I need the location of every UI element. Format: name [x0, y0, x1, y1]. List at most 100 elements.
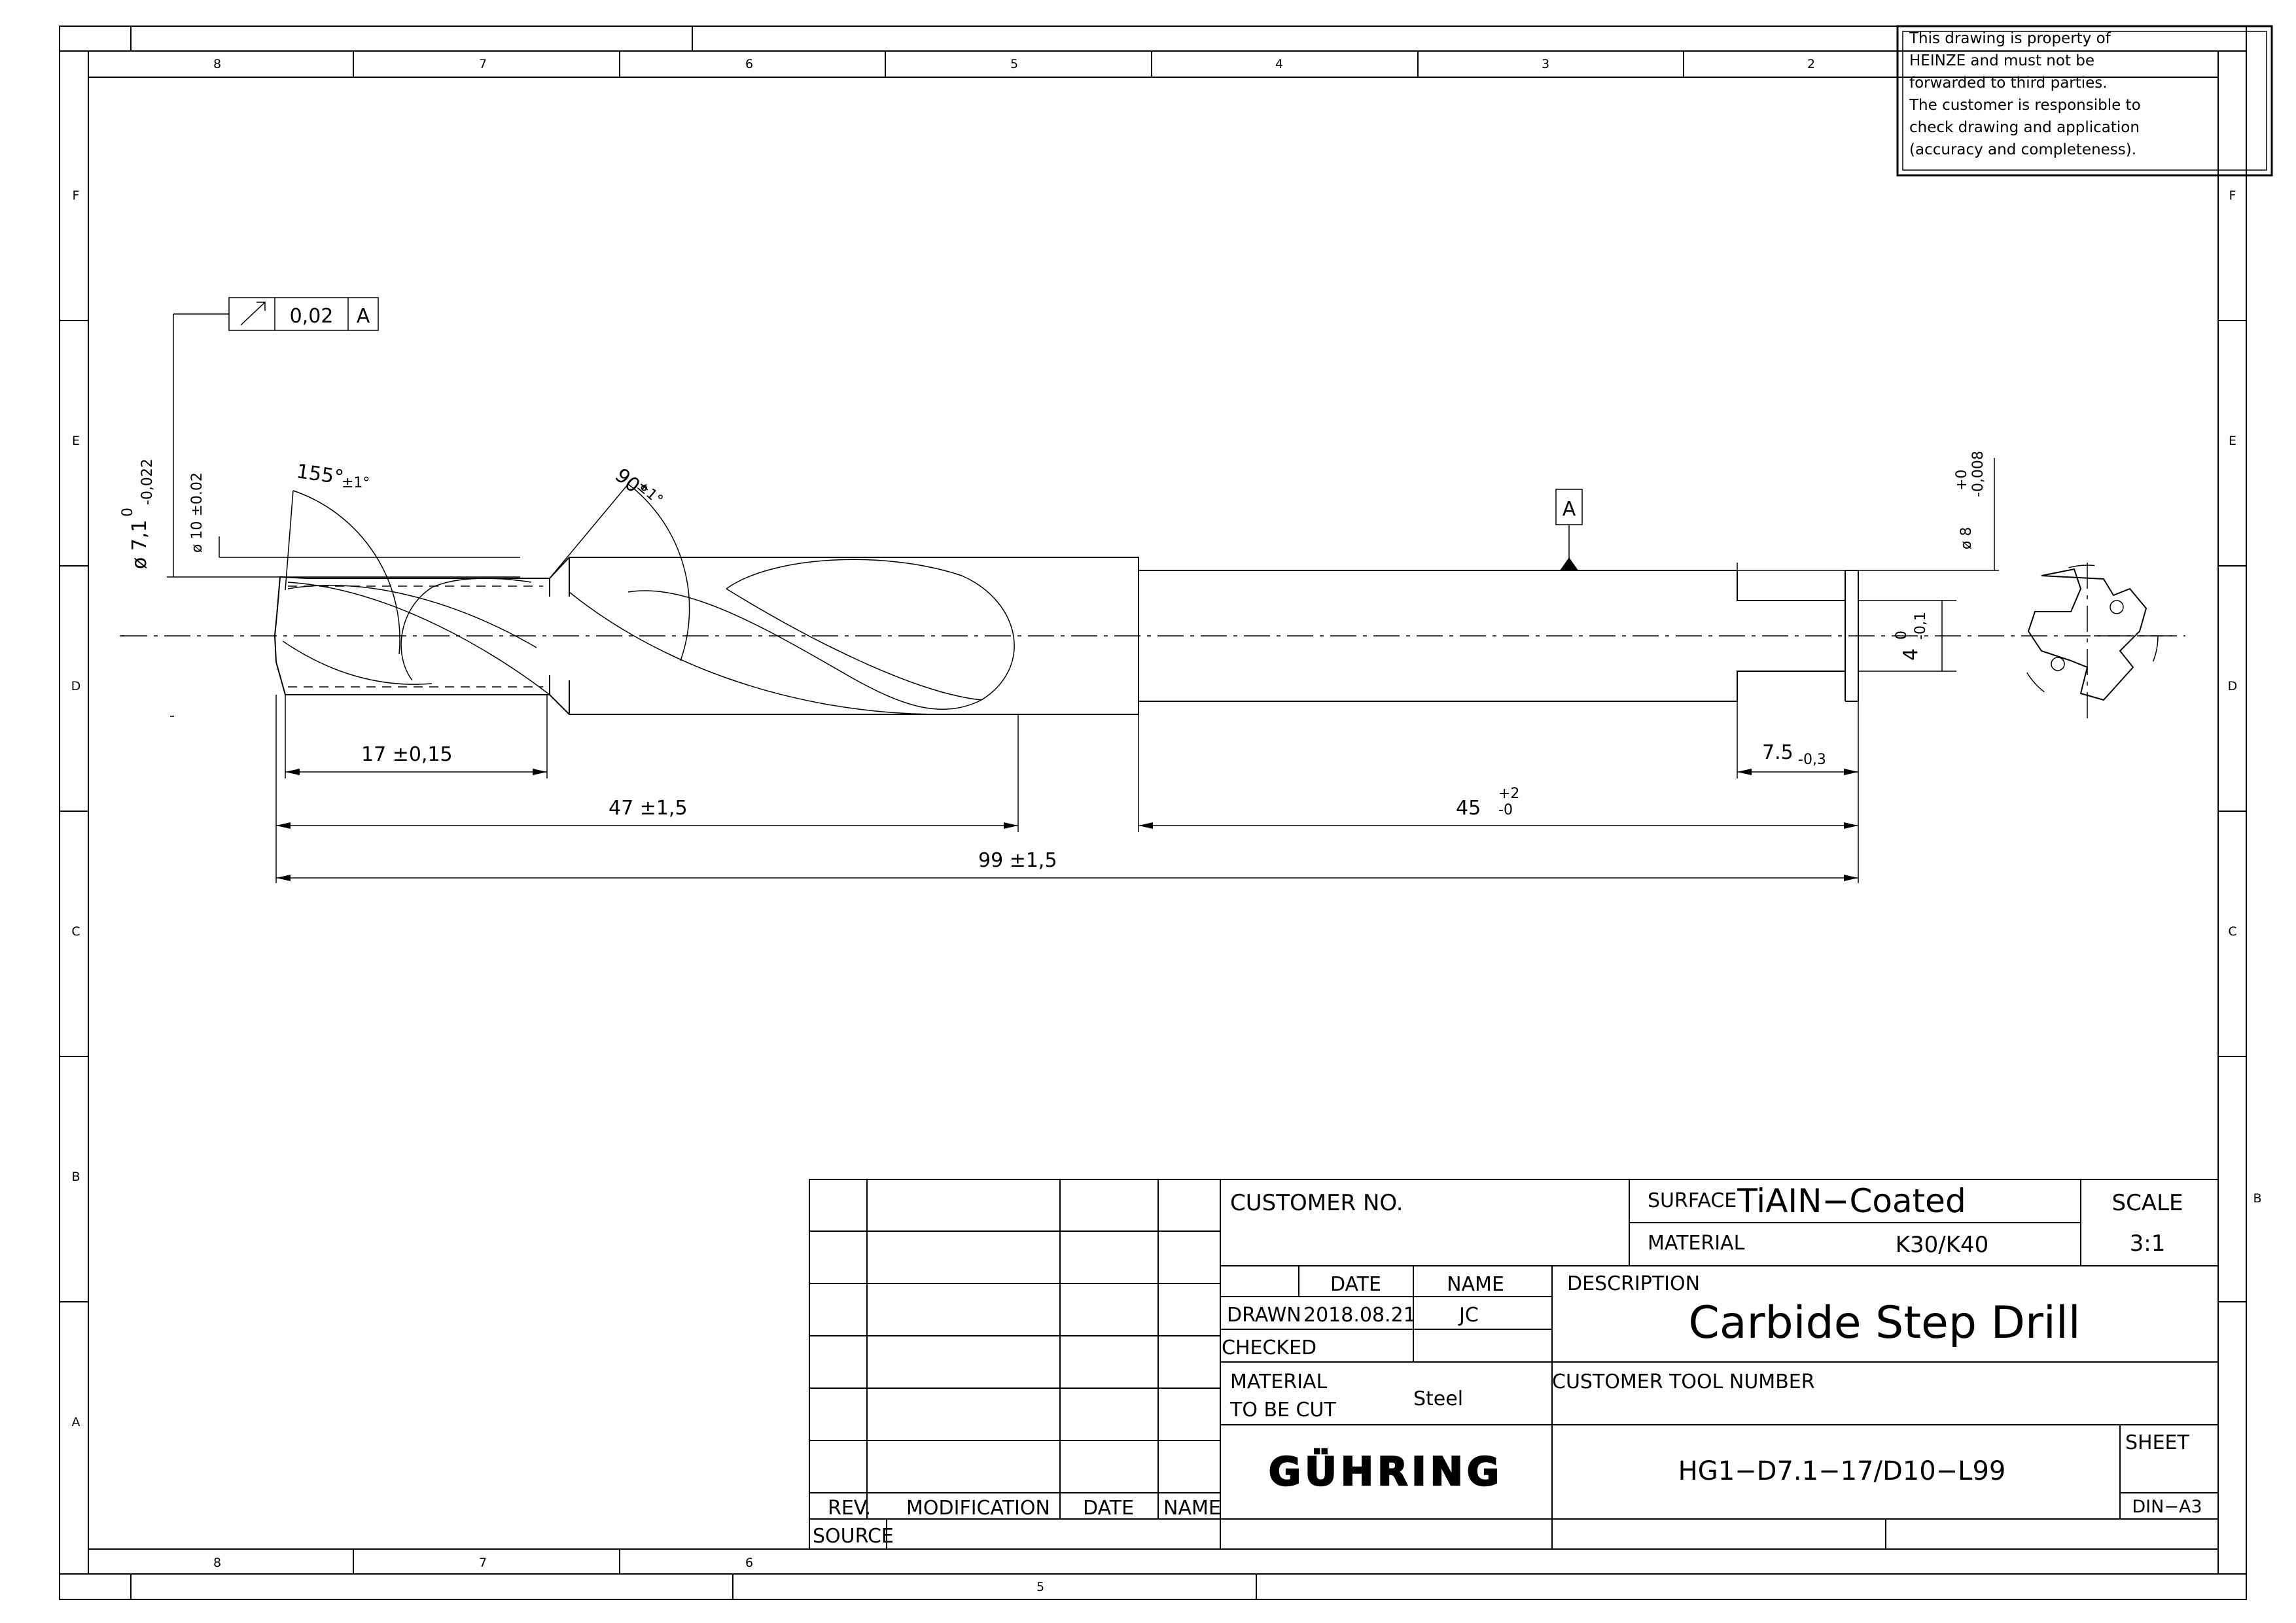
material-value: K30/K40: [1896, 1232, 1989, 1258]
datum-a-triangle: [1560, 557, 1578, 570]
drawn-label: DRAWN: [1227, 1304, 1301, 1327]
dim-angle-point: 155°: [295, 460, 345, 489]
dim-dia-body: ø 10 ±0.02: [189, 472, 205, 553]
dim-flat-length-tol: -0,3: [1798, 752, 1826, 768]
zone-col-5: 5: [1010, 57, 1018, 71]
dim-flat: 4: [1899, 648, 1922, 661]
property-notice: This drawing is property of HEINZE and m…: [1896, 25, 2273, 177]
notice-line: This drawing is property of: [1909, 30, 2111, 47]
name-label: NAME: [1447, 1273, 1504, 1296]
description-value: Carbide Step Drill: [1688, 1297, 2080, 1349]
runout-datum: A: [357, 305, 370, 328]
flute-edge: [627, 590, 851, 678]
dim-dia-tip-tol-upper: 0: [120, 508, 136, 517]
zone-row-e-right: E: [2229, 434, 2236, 448]
drawn-name: JC: [1458, 1304, 1479, 1327]
drill-side-view: [121, 557, 2185, 715]
zone-col-4: 4: [1275, 57, 1283, 71]
flute-edge: [726, 559, 1015, 710]
dim-flat-tol-lower: -0,1: [1913, 612, 1929, 640]
flute-edge: [400, 578, 532, 681]
scale-value: 3:1: [2130, 1230, 2166, 1257]
zone-row-d-right: D: [2228, 679, 2238, 693]
zone-col-7: 7: [479, 57, 487, 71]
date-label: DATE: [1330, 1273, 1381, 1296]
runout-tolerance: 0,02: [290, 305, 334, 328]
zone-row-b: B: [71, 1170, 80, 1184]
dim-dia-tip-tol-lower: -0,022: [139, 459, 156, 505]
dim-shank-length-tol-lower: -0: [1498, 802, 1513, 818]
notice-line: (accuracy and completeness).: [1909, 141, 2136, 158]
customer-no-label: CUSTOMER NO.: [1230, 1190, 1404, 1216]
zone-bottom-8: 8: [213, 1556, 221, 1570]
drill-shank-outline: [1139, 570, 1846, 702]
dim-shank-length-tol-upper: +2: [1498, 786, 1519, 802]
notice-line: check drawing and application: [1909, 119, 2140, 136]
notice-line: HEINZE and must not be: [1909, 52, 2094, 69]
sheet-format: DIN−A3: [2132, 1497, 2202, 1517]
flute-edge: [282, 640, 433, 685]
description-label: DESCRIPTION: [1567, 1272, 1700, 1295]
flute-edge: [569, 591, 936, 715]
rev-date-label: DATE: [1083, 1497, 1134, 1520]
drill-end-view: [2016, 563, 2172, 720]
material-label: MATERIAL: [1648, 1232, 1745, 1255]
dim-dia-shank: ø 8: [1958, 527, 1975, 550]
zone-row-c: C: [71, 924, 80, 939]
material-to-be-cut-label-2: TO BE CUT: [1229, 1399, 1336, 1422]
source-label: SOURCE: [813, 1525, 894, 1548]
rev-name-label: NAME: [1163, 1497, 1221, 1520]
zone-bottom-5: 5: [1036, 1580, 1044, 1594]
zone-row-f: F: [73, 188, 80, 203]
dim-flat-length: 7.5: [1762, 741, 1793, 764]
zone-row-c-right: C: [2228, 924, 2236, 939]
zone-labels: 8 7 6 5 4 3 2 8 7 6 5 F E D C B A F E D …: [71, 57, 2262, 1594]
zone-row-d: D: [71, 679, 81, 693]
flute-edge: [726, 588, 982, 701]
end-view-section: [2027, 568, 2147, 701]
sheet-label: SHEET: [2125, 1431, 2190, 1454]
guhring-logo: GÜHRING: [1269, 1448, 1503, 1495]
datum-a-label: A: [1563, 498, 1576, 521]
zone-row-a: A: [72, 1415, 80, 1429]
flute-edge: [287, 582, 550, 695]
dim-dia-tip: ø 7,1: [128, 519, 151, 569]
flute-edge: [287, 585, 537, 648]
surface-value: TiAIN−Coated: [1737, 1182, 1966, 1220]
scale-label: SCALE: [2111, 1190, 2183, 1216]
notice-line: The customer is responsible to: [1909, 97, 2141, 114]
modification-label: MODIFICATION: [906, 1497, 1050, 1520]
material-to-be-cut-label: MATERIAL: [1230, 1370, 1328, 1393]
material-to-be-cut-value: Steel: [1413, 1387, 1463, 1410]
zone-row-e: E: [72, 434, 80, 448]
customer-tool-number-label: CUSTOMER TOOL NUMBER: [1552, 1370, 1815, 1393]
surface-label: SURFACE: [1648, 1189, 1737, 1212]
dim-shank-length: 45: [1456, 797, 1481, 820]
title-block: REV. MODIFICATION DATE NAME SOURCE CUSTO…: [809, 1179, 2219, 1550]
dim-step-length: 17 ±0,15: [361, 743, 453, 766]
dim-flute-length: 47 ±1,5: [609, 797, 688, 820]
checked-label: CHECKED: [1222, 1336, 1316, 1359]
part-number: HG1−D7.1−17/D10−L99: [1678, 1456, 2006, 1486]
dim-total-length: 99 ±1,5: [978, 849, 1057, 872]
dim-dia-shank-tol-lower: -0,008: [1970, 451, 1987, 497]
zone-col-3: 3: [1542, 57, 1549, 71]
drawn-date: 2018.08.21: [1303, 1304, 1416, 1327]
zone-row-f-right: F: [2229, 188, 2236, 203]
angle-arc-point: [292, 490, 400, 655]
zone-col-6: 6: [745, 57, 753, 71]
zone-col-8: 8: [213, 57, 221, 71]
dim-angle-point-tol: ±1°: [342, 475, 370, 491]
zone-bottom-6: 6: [745, 1556, 753, 1570]
dimensions: 0,02 A ø 7,1 0 -0,022 ø 10 ±0.02 155° ±1…: [120, 297, 1999, 883]
sheet-border: [59, 26, 2247, 1600]
rev-label: REV.: [828, 1497, 871, 1520]
notice-line: forwarded to third parties.: [1909, 75, 2108, 92]
zone-bottom-7: 7: [479, 1556, 487, 1570]
angle-arc-step: [627, 483, 690, 661]
dim-flat-tol-upper: 0: [1894, 631, 1910, 640]
runout-arrow-icon: [240, 302, 266, 326]
zone-row-b-right: B: [2253, 1191, 2261, 1206]
dim-dia-shank-tol-upper: +0: [1954, 470, 1970, 491]
